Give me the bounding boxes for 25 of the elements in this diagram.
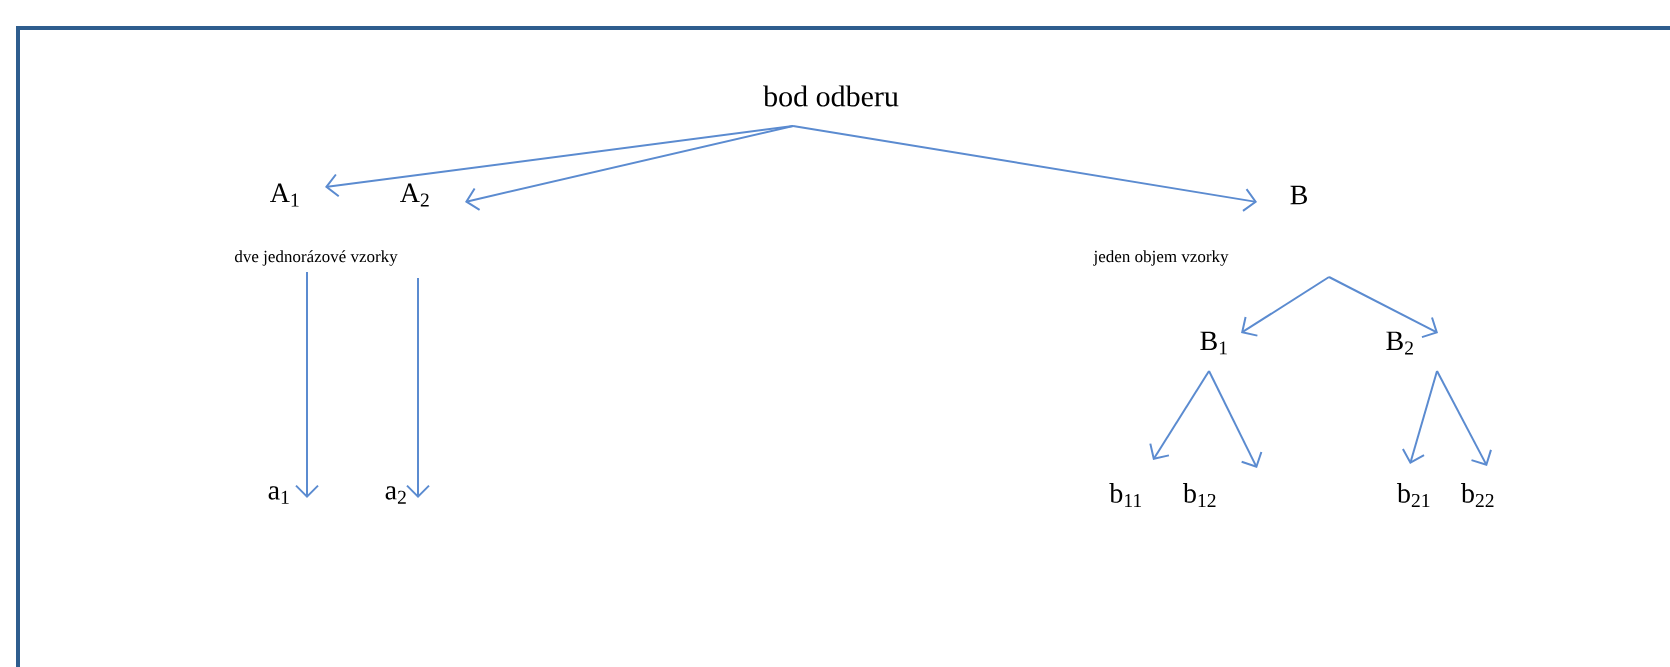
node-label: b$_{21}$ [1396,483,1430,507]
node-label: b$_{11}$ [1109,483,1142,507]
arrow [1241,276,1330,337]
note-label: dve jednorázové vzorky [234,250,398,266]
node-label: B$_{1}$ [1200,331,1227,355]
arrow [1208,370,1263,468]
arrow [1401,370,1438,464]
arrow [792,125,1257,212]
node-label: a$_{1}$ [268,486,289,504]
node-label: A$_{1}$ [270,183,299,207]
node-label: a$_{2}$ [385,486,406,504]
node-label: bod odberu [763,85,899,107]
node-label: b$_{22}$ [1460,483,1494,507]
note-label: jeden objem vzorky [1093,250,1229,266]
arrow [1149,370,1210,460]
arrow [465,125,794,211]
node-label: B [1290,185,1307,205]
arrow [1436,370,1492,466]
arrow [325,125,794,198]
arrow [406,277,430,498]
node-label: b$_{12}$ [1182,483,1216,507]
arrow [295,271,319,498]
arrow [1328,276,1438,339]
node-label: B$_{2}$ [1386,331,1413,355]
node-label: A$_{2}$ [400,183,429,207]
